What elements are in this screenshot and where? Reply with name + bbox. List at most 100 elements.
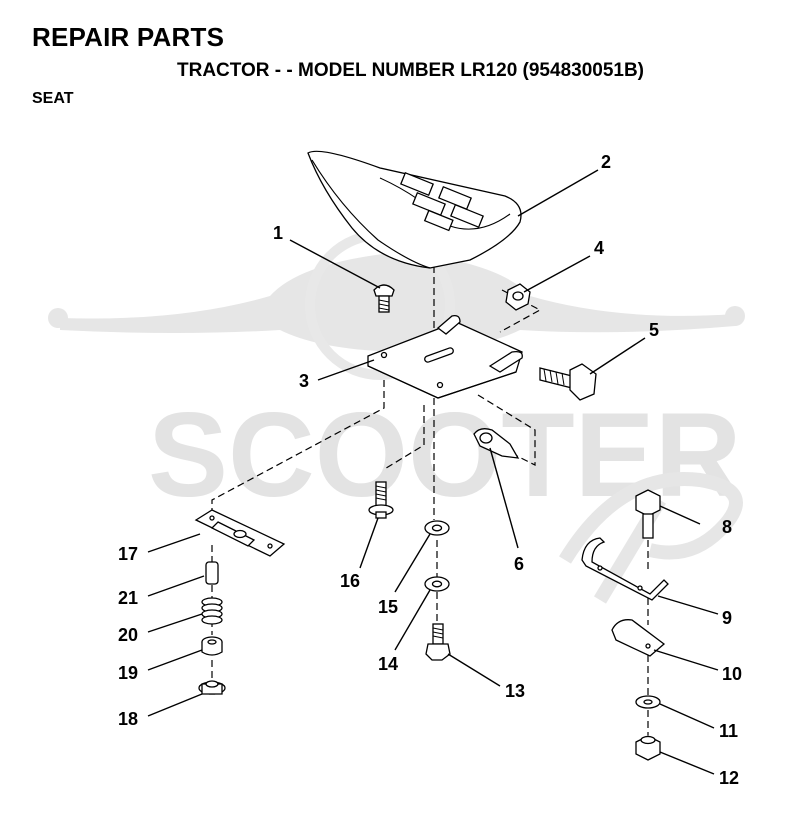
washer-11-inner xyxy=(643,699,653,705)
dash-bracket-to-slide xyxy=(211,380,385,512)
leader-14 xyxy=(394,589,431,651)
part-hex-bolt-13 xyxy=(425,623,451,661)
callout-2: 2 xyxy=(601,152,611,172)
part-angle-bracket xyxy=(581,537,669,601)
washer-15-inner xyxy=(431,524,443,532)
plate-hole xyxy=(645,643,651,649)
pin-body xyxy=(205,561,219,585)
leader-20 xyxy=(147,613,203,633)
bracket-slot xyxy=(424,347,454,363)
bracket-hole-2 xyxy=(436,381,444,389)
page-title: REPAIR PARTS xyxy=(32,22,225,52)
nut-4-hole xyxy=(512,291,524,301)
leader-19 xyxy=(147,649,203,671)
part-washer-14 xyxy=(424,576,450,592)
bolt-8-head xyxy=(635,489,661,517)
part-locknut-18 xyxy=(198,680,226,695)
part-plate xyxy=(611,619,666,657)
callout-11: 11 xyxy=(719,721,738,741)
part-locknut-12 xyxy=(635,735,661,761)
spring-coil-4 xyxy=(201,615,223,625)
bracket-tab-right xyxy=(488,350,523,373)
seat-vent-1 xyxy=(399,171,435,197)
part-bolt-8 xyxy=(635,489,661,539)
callout-20: 20 xyxy=(118,625,138,645)
seat-shell xyxy=(307,150,522,269)
callout-5: 5 xyxy=(649,320,659,340)
leader-17 xyxy=(147,533,201,553)
locknut-18-hole xyxy=(205,680,219,688)
callout-3: 3 xyxy=(299,371,309,391)
leader-3 xyxy=(317,359,375,381)
leader-6 xyxy=(489,447,519,549)
callout-4: 4 xyxy=(594,238,604,258)
part-clip xyxy=(473,428,520,459)
leader-8 xyxy=(659,505,701,525)
watermark-handlebar xyxy=(60,252,735,352)
angle-bracket-hole-2 xyxy=(637,585,643,591)
leader-18 xyxy=(147,693,203,717)
watermark-grip-left xyxy=(48,308,68,328)
callout-9: 9 xyxy=(722,608,732,628)
leader-2 xyxy=(517,169,599,217)
callout-17: 17 xyxy=(118,544,138,564)
bracket-hole-1 xyxy=(380,351,388,359)
leader-15 xyxy=(394,533,431,593)
part-shoulder-bolt xyxy=(539,363,597,401)
leader-1 xyxy=(289,239,381,289)
leader-4 xyxy=(523,255,591,293)
leader-lines xyxy=(147,169,719,775)
part-seat xyxy=(307,150,522,269)
angle-bracket-hole-1 xyxy=(597,565,603,571)
watermark: SCOOTER xyxy=(48,230,745,604)
callout-8: 8 xyxy=(722,517,732,537)
seat-vent-5 xyxy=(423,209,454,232)
seat-vent-3 xyxy=(411,191,447,217)
callout-16: 16 xyxy=(340,571,360,591)
stud-base xyxy=(375,511,387,519)
leader-21 xyxy=(147,575,205,597)
hex-bolt-13-head xyxy=(425,643,451,661)
leader-11 xyxy=(659,703,715,729)
slide-plate-rivet-2 xyxy=(267,543,273,549)
dash-bracket-to-stud xyxy=(382,405,425,471)
callout-12: 12 xyxy=(719,768,739,788)
bolt-8-shank xyxy=(642,513,654,539)
washer-14-inner xyxy=(431,580,443,588)
seat-vent-4 xyxy=(449,203,485,229)
callout-19: 19 xyxy=(118,663,138,683)
plate-body xyxy=(611,619,666,657)
part-nut-4 xyxy=(505,283,531,311)
callout-6: 6 xyxy=(514,554,524,574)
callout-labels: 1 2 3 4 5 6 8 9 10 11 12 13 14 15 16 17 … xyxy=(118,152,742,788)
bracket-tab-left xyxy=(436,314,461,335)
part-nut-19 xyxy=(201,636,223,656)
watermark-grip-right xyxy=(725,306,745,326)
callout-15: 15 xyxy=(378,597,398,617)
locknut-12-top xyxy=(640,735,656,745)
part-stud xyxy=(368,481,394,519)
carriage-bolt-thread xyxy=(378,299,390,311)
section-label: SEAT xyxy=(32,90,74,107)
shoulder-bolt-thread xyxy=(543,368,565,386)
leader-13 xyxy=(447,653,501,687)
leader-10 xyxy=(653,649,719,671)
leader-12 xyxy=(659,751,715,775)
stud-thread xyxy=(375,485,387,501)
leader-9 xyxy=(657,595,719,615)
callout-18: 18 xyxy=(118,709,138,729)
callout-10: 10 xyxy=(722,664,742,684)
callout-1: 1 xyxy=(273,223,283,243)
slide-plate-rivet-1 xyxy=(209,515,215,521)
part-spring xyxy=(201,597,223,625)
part-washer-11 xyxy=(635,695,661,709)
part-pin xyxy=(205,561,219,585)
slide-plate-hole xyxy=(233,529,247,539)
hex-bolt-13-thread xyxy=(432,627,444,639)
callout-13: 13 xyxy=(505,681,525,701)
callout-14: 14 xyxy=(378,654,398,674)
part-slide-plate xyxy=(194,509,286,557)
model-subtitle: TRACTOR - - MODEL NUMBER LR120 (95483005… xyxy=(177,60,645,81)
callout-21: 21 xyxy=(118,588,138,608)
leader-16 xyxy=(359,517,379,569)
